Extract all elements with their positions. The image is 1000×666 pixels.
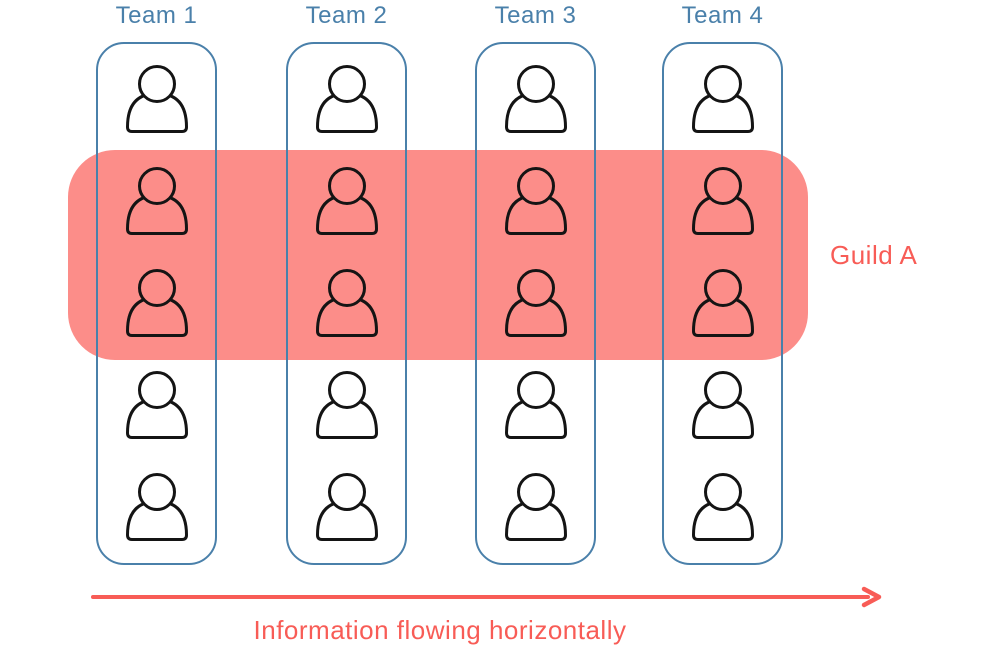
person-icon — [692, 269, 754, 337]
person-icon — [505, 269, 567, 337]
team-box — [475, 42, 596, 565]
person-icon — [505, 167, 567, 235]
team-label: Team 4 — [681, 2, 764, 29]
team-column-4: Team 4 — [662, 2, 783, 565]
person-icon — [126, 269, 188, 337]
right-arrow-icon — [91, 586, 882, 608]
team-column-3: Team 3 — [475, 2, 596, 565]
guild-label: Guild A — [830, 240, 918, 270]
person-icon — [126, 65, 188, 133]
team-label: Team 3 — [494, 2, 577, 29]
person-icon — [692, 473, 754, 541]
person-icon — [126, 167, 188, 235]
team-box — [96, 42, 217, 565]
person-icon — [692, 167, 754, 235]
person-icon — [505, 371, 567, 439]
team-label: Team 2 — [305, 2, 388, 29]
person-icon — [505, 473, 567, 541]
flow-caption: Information flowing horizontally — [253, 615, 627, 645]
person-icon — [316, 473, 378, 541]
person-icon — [126, 371, 188, 439]
person-icon — [692, 371, 754, 439]
team-box — [286, 42, 407, 565]
team-column-2: Team 2 — [286, 2, 407, 565]
person-icon — [692, 65, 754, 133]
guild-band — [68, 150, 808, 360]
person-icon — [316, 167, 378, 235]
team-column-1: Team 1 — [96, 2, 217, 565]
person-icon — [316, 269, 378, 337]
person-icon — [126, 473, 188, 541]
person-icon — [316, 371, 378, 439]
team-box — [662, 42, 783, 565]
team-label: Team 1 — [115, 2, 198, 29]
person-icon — [505, 65, 567, 133]
person-icon — [316, 65, 378, 133]
